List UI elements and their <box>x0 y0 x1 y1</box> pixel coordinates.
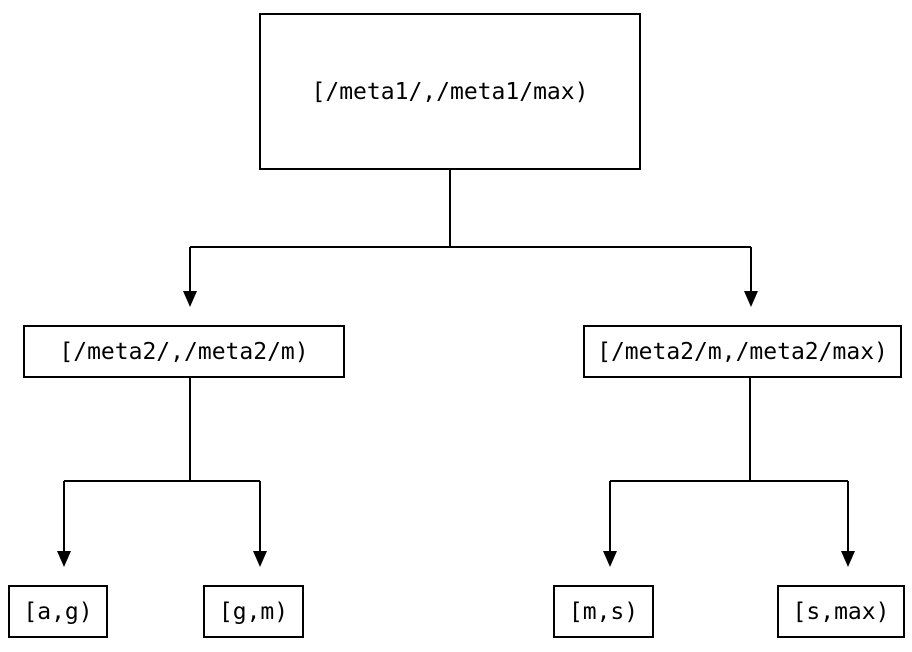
edge-left-to-leaves <box>63 378 261 552</box>
arrowhead-leaf-ms <box>603 551 617 567</box>
node-leaf-smax: [s,max) <box>777 585 905 638</box>
arrowhead-left-child <box>183 291 197 307</box>
node-leaf-smax-label: [s,max) <box>792 598 890 625</box>
node-meta1-range: [/meta1/,/meta1/max) <box>259 13 641 170</box>
node-meta2-lower-range: [/meta2/,/meta2/m) <box>23 325 345 378</box>
node-leaf-ag: [a,g) <box>8 585 108 638</box>
arrowhead-leaf-gm <box>253 551 267 567</box>
node-leaf-ag-label: [a,g) <box>23 598 93 625</box>
arrowhead-leaf-smax <box>841 551 855 567</box>
node-leaf-ms: [m,s) <box>553 585 654 638</box>
edge-root-to-children <box>189 170 752 292</box>
node-meta1-range-label: [/meta1/,/meta1/max) <box>311 78 589 105</box>
node-leaf-gm: [g,m) <box>203 585 304 638</box>
node-leaf-ms-label: [m,s) <box>568 598 639 625</box>
arrowhead-leaf-ag <box>57 551 71 567</box>
node-leaf-gm-label: [g,m) <box>218 598 289 625</box>
node-meta2-lower-range-label: [/meta2/,/meta2/m) <box>59 338 309 365</box>
node-meta2-upper-range-label: [/meta2/m,/meta2/max) <box>597 338 888 365</box>
edge-right-to-leaves <box>609 378 849 552</box>
arrowhead-right-child <box>744 291 758 307</box>
node-meta2-upper-range: [/meta2/m,/meta2/max) <box>583 325 902 378</box>
